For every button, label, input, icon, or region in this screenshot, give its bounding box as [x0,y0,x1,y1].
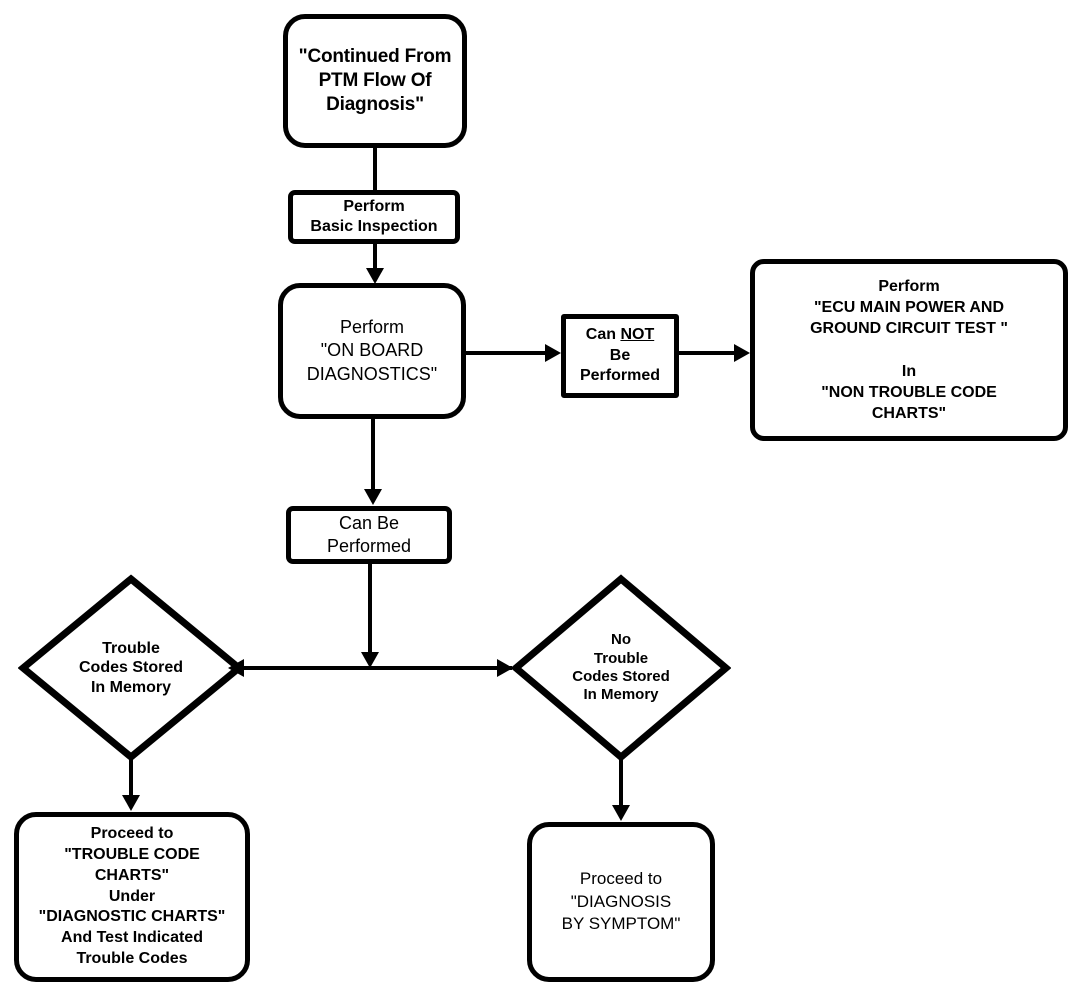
edge-no-trouble-diamond-to-proceed-sym [619,755,623,807]
node-cannot-line1-prefix: Can [585,326,621,344]
edge-continued-to-basic-inspection [373,148,377,192]
node-proceed-to-trouble-code-charts: Proceed to "TROUBLE CODE CHARTS" Under "… [14,812,250,982]
node-cannot-line1-underlined: NOT [620,326,655,344]
arrowhead-onboard-to-canbe [364,489,382,505]
node-proceed-sym-label: Proceed to "DIAGNOSIS BY SYMPTOM" [561,868,681,934]
node-cannot-line3: Performed [579,367,661,385]
node-no-trouble-codes-label: No Trouble Codes Stored In Memory [572,631,670,704]
edge-cannot-to-ecu [679,351,735,355]
edge-canbe-to-split [368,564,372,656]
arrowhead-onboard-to-cannot [545,344,561,362]
node-onboard-label: Perform "ON BOARD DIAGNOSTICS" [306,317,438,384]
node-continued-from-ptm-flow: "Continued From PTM Flow Of Diagnosis" [283,14,467,148]
node-basic-inspection-label: Perform Basic Inspection [310,197,438,235]
arrowhead-basic-inspection-to-onboard [366,268,384,284]
node-no-trouble-codes-stored-in-memory: No Trouble Codes Stored In Memory [511,574,731,762]
arrowhead-canbe-to-split [361,652,379,668]
node-trouble-codes-stored-in-memory: Trouble Codes Stored In Memory [18,574,244,762]
node-proceed-tcc-label: Proceed to "TROUBLE CODE CHARTS" Under "… [38,825,226,967]
arrowhead-trouble-diamond-to-proceed-tcc [122,795,140,811]
edge-split-horizontal [240,666,512,670]
node-trouble-codes-label: Trouble Codes Stored In Memory [78,639,183,696]
arrowhead-no-trouble-diamond-to-proceed-sym [612,805,630,821]
node-proceed-to-diagnosis-by-symptom: Proceed to "DIAGNOSIS BY SYMPTOM" [527,822,715,982]
edge-onboard-to-canbe [371,419,375,491]
arrowhead-cannot-to-ecu [734,344,750,362]
node-continued-label: "Continued From PTM Flow Of Diagnosis" [298,45,452,116]
node-canbe-label: Can Be Performed [326,512,412,556]
edge-onboard-to-cannot [466,351,546,355]
node-ecu-main-power-ground-circuit-test: Perform "ECU MAIN POWER AND GROUND CIRCU… [750,259,1068,441]
node-perform-on-board-diagnostics: Perform "ON BOARD DIAGNOSTICS" [278,283,466,419]
edge-basic-inspection-to-onboard [373,244,377,270]
arrowhead-split-to-trouble-diamond [228,659,244,677]
node-cannot-line2: Be [609,346,631,364]
edge-trouble-diamond-to-proceed-tcc [129,755,133,797]
node-can-be-performed: Can Be Performed [286,506,452,564]
node-ecu-label: Perform "ECU MAIN POWER AND GROUND CIRCU… [810,278,1008,422]
node-perform-basic-inspection: Perform Basic Inspection [288,190,460,244]
arrowhead-split-to-no-trouble-diamond [497,659,513,677]
